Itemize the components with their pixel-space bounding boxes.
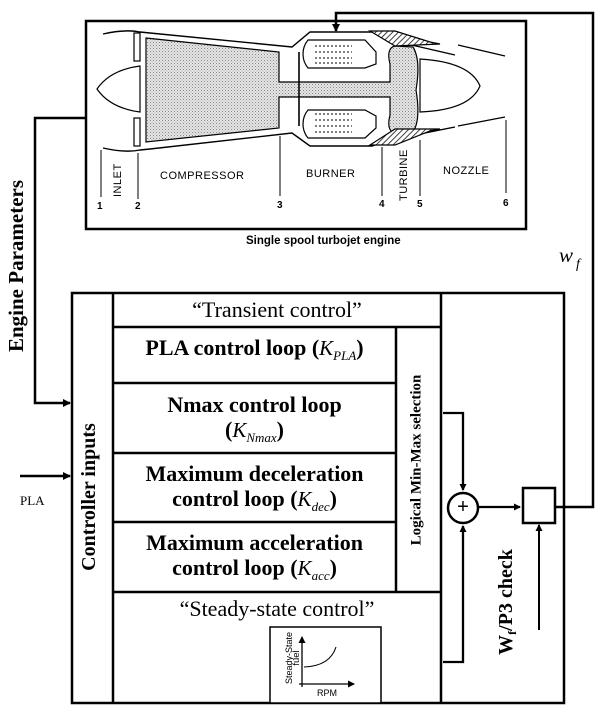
station-4: 4 xyxy=(379,199,385,210)
gain-subscript: acc xyxy=(311,568,330,584)
combustor-bottom xyxy=(302,109,377,139)
section-label-burner: BURNER xyxy=(306,168,356,180)
inlet-strut-bottom xyxy=(133,117,141,147)
loop-close: ) xyxy=(329,485,337,511)
section-label-turbine: TURBINE xyxy=(398,149,410,201)
turbine-casing-top xyxy=(367,30,441,47)
fuel-flow-symbol: w xyxy=(559,243,574,267)
wf-p3-check-block xyxy=(521,486,557,525)
plot-xlabel: RPM xyxy=(317,688,337,698)
summing-plus-sign: + xyxy=(457,496,469,518)
summing-junction xyxy=(446,491,480,525)
plot-ylabel-line2: fuel xyxy=(291,650,302,666)
turbine-casing-bottom xyxy=(367,128,441,146)
transient-control-label: “Transient control” xyxy=(192,296,362,322)
exhaust-cone xyxy=(419,58,481,113)
check-label-rest: /P3 check xyxy=(495,549,517,631)
loop-close: ) xyxy=(329,555,337,581)
loop-line2: control loop ( xyxy=(172,485,298,511)
inlet-strut-top xyxy=(133,32,141,62)
loop-close: ) xyxy=(276,416,284,442)
station-3: 3 xyxy=(277,200,283,211)
gain-symbol: K xyxy=(232,417,247,442)
check-label-subscript: f xyxy=(505,630,519,635)
check-label-w: W xyxy=(495,634,517,655)
transient-to-sum-wire xyxy=(443,411,467,491)
fuel-flow-subscript: f xyxy=(576,257,580,272)
pla-control-loop: PLA control loop (KPLA) xyxy=(113,329,396,371)
compressor-body xyxy=(145,37,419,143)
engine-parameters-wire xyxy=(33,116,86,407)
loop-line2: control loop ( xyxy=(172,555,298,581)
gain-subscript: Nmax xyxy=(246,429,277,445)
loop-title: Maximum deceleration xyxy=(145,460,364,486)
wf-p3-check-label: Wf/P3 check xyxy=(495,547,519,657)
pla-input-label: PLA xyxy=(20,493,45,508)
max-acceleration-control-loop: Maximum acceleration control loop (Kacc) xyxy=(113,523,396,592)
section-label-nozzle: NOZZLE xyxy=(443,165,490,177)
loop-title: Nmax control loop xyxy=(167,391,342,417)
section-label-inlet: INLET xyxy=(112,163,124,197)
loop-open: ( xyxy=(224,416,233,442)
plot-fuel-curve xyxy=(303,646,337,668)
loop-close: ) xyxy=(356,335,364,361)
nmax-control-loop: Nmax control loop (KNmax) xyxy=(113,385,396,453)
gain-symbol: K xyxy=(297,486,312,511)
fuel-flow-feedback-wire xyxy=(332,11,595,509)
gain-subscript: PLA xyxy=(333,348,357,364)
steady-state-control-label: “Steady-state control” xyxy=(179,595,375,621)
station-5: 5 xyxy=(417,199,423,210)
station-6: 6 xyxy=(503,198,509,209)
min-max-selection-label: Logical Min-Max selection xyxy=(408,374,425,546)
loop-title: Maximum acceleration xyxy=(146,530,363,556)
engine-caption: Single spool turbojet engine xyxy=(246,235,401,247)
gain-subscript: dec xyxy=(311,498,330,514)
combustor-top xyxy=(302,39,377,69)
steady-to-sum-wire xyxy=(443,525,467,664)
gain-symbol: K xyxy=(319,336,334,361)
inlet-spinner xyxy=(96,65,141,113)
station-1: 1 xyxy=(97,201,103,212)
station-lines xyxy=(100,120,507,199)
section-label-compressor: COMPRESSOR xyxy=(160,170,245,182)
loop-title: PLA control loop ( xyxy=(145,335,320,361)
steady-state-schedule-plot xyxy=(269,626,382,704)
max-deceleration-control-loop: Maximum deceleration control loop (Kdec) xyxy=(113,454,396,522)
controller-inputs-label: Controller inputs xyxy=(78,423,100,571)
engine-parameters-label: Engine Parameters xyxy=(4,179,28,353)
station-2: 2 xyxy=(135,201,141,212)
gain-symbol: K xyxy=(297,556,312,581)
turbojet-engine-drawing xyxy=(96,30,507,199)
